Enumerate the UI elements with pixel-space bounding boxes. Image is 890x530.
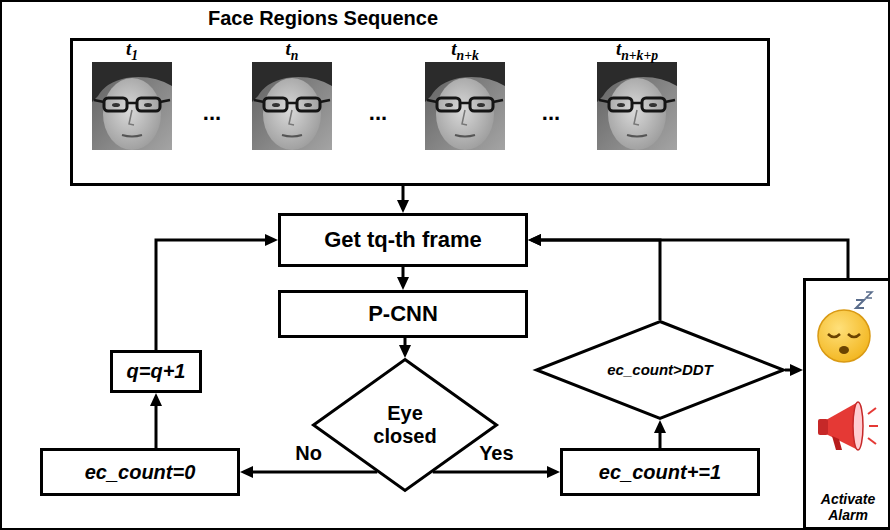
arrowhead: [399, 345, 411, 358]
diamond-shape: [314, 360, 497, 491]
frame-time-label: tn: [286, 38, 299, 64]
connector-line: [402, 186, 405, 201]
node-label: P-CNN: [368, 301, 438, 326]
decision-diamond: ec_count>DDT: [535, 320, 785, 420]
connector-line: [155, 405, 158, 448]
edge-label: Yes: [477, 442, 515, 465]
node-label: ec_count+=1: [599, 461, 721, 484]
connector-line: [540, 240, 660, 320]
arrowhead: [547, 466, 560, 478]
connector-line: [156, 240, 266, 350]
arrowhead: [397, 277, 409, 290]
connector-arrow: [785, 364, 803, 376]
decision-diamond: Eye closed: [312, 358, 498, 492]
node-label: Get tq-th frame: [324, 227, 482, 252]
diamond-shape: [537, 322, 784, 419]
arrowhead: [528, 234, 541, 246]
process-box: ec_count=0: [40, 448, 240, 496]
arrowhead: [265, 234, 278, 246]
sequence-title: Face Regions Sequence: [208, 7, 438, 30]
face-frame: [92, 62, 172, 150]
connector-arrow: [150, 393, 162, 448]
node-label: Eye closed: [365, 402, 445, 448]
frame-time-label: t1: [126, 38, 138, 64]
connector-line: [404, 338, 407, 346]
ellipsis: ...: [369, 100, 387, 126]
connector-line: [659, 432, 662, 448]
ellipsis: ...: [542, 100, 560, 126]
connector-arrow: [433, 466, 560, 478]
node-label: q=q+1: [127, 360, 186, 383]
connector-arrow: [654, 420, 666, 448]
connector-arrow: [528, 234, 660, 320]
megaphone-icon: [818, 402, 878, 450]
process-box: q=q+1: [110, 350, 202, 393]
node-label: ec_count=0: [85, 461, 196, 484]
connector-line: [433, 471, 548, 474]
frame-time-label: tn+k+p: [616, 38, 658, 64]
arrowhead: [240, 466, 253, 478]
connector-line: [252, 471, 377, 474]
ellipsis: ...: [203, 100, 221, 126]
connector-line: [402, 267, 405, 278]
sequence-box: Face Regions Sequence: [70, 38, 770, 186]
process-box: Get tq-th frame: [278, 213, 528, 267]
sleepy-emoji: [818, 292, 872, 362]
face-frame: [597, 62, 677, 150]
arrowhead: [528, 234, 541, 246]
face-frame: [252, 62, 332, 150]
node-label: Activate Alarm: [812, 491, 884, 523]
connector-arrow: [240, 466, 377, 478]
edge-label: No: [293, 442, 324, 465]
arrowhead: [790, 364, 803, 376]
frame-time-label: tn+k: [451, 38, 479, 64]
arrowhead: [397, 200, 409, 213]
process-box: P-CNN: [278, 290, 528, 338]
process-box: ec_count+=1: [560, 448, 760, 496]
face-frame: [425, 62, 505, 150]
connector-arrow: [397, 186, 409, 213]
connector-arrow: [399, 338, 411, 358]
alarm-box: Activate Alarm: [803, 278, 890, 530]
connector-arrow: [156, 234, 278, 350]
arrowhead: [150, 393, 162, 406]
connector-arrow: [528, 234, 848, 278]
node-label: ec_count>DDT: [607, 361, 712, 378]
connector-arrow: [397, 267, 409, 290]
connector-line: [540, 240, 848, 278]
arrowhead: [654, 420, 666, 433]
